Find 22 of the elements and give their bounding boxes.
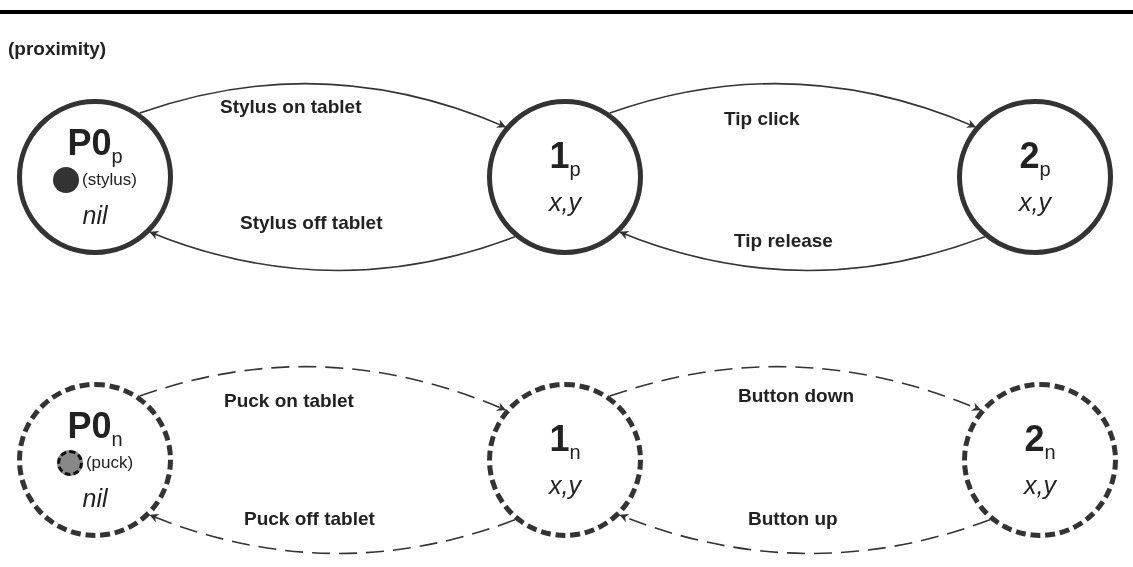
state-name: P0$_{p}$: [67, 122, 123, 167]
arrow: [619, 230, 986, 272]
arrow: [149, 230, 516, 272]
arrow: [608, 83, 977, 129]
state-name: 1$_{n}$: [549, 418, 581, 463]
state-value: nil: [82, 199, 108, 231]
state-value: x,y: [549, 469, 581, 501]
arrow: [138, 83, 507, 129]
state-value: x,y: [549, 186, 581, 218]
state-value: x,y: [1019, 186, 1051, 218]
device-label: (stylus): [82, 168, 137, 191]
state-name: 1$_{p}$: [549, 135, 581, 180]
state-name: 2$_{p}$: [1019, 135, 1051, 180]
state-value: nil: [82, 482, 108, 514]
state-name: P0$_{n}$: [67, 405, 123, 450]
arrow: [138, 366, 507, 412]
device-label: (puck): [85, 451, 134, 474]
arrow: [619, 513, 991, 555]
state-value: x,y: [1024, 469, 1056, 501]
arrow: [149, 513, 516, 555]
arrow: [608, 366, 982, 412]
state-name: 2$_{n}$: [1024, 418, 1056, 463]
